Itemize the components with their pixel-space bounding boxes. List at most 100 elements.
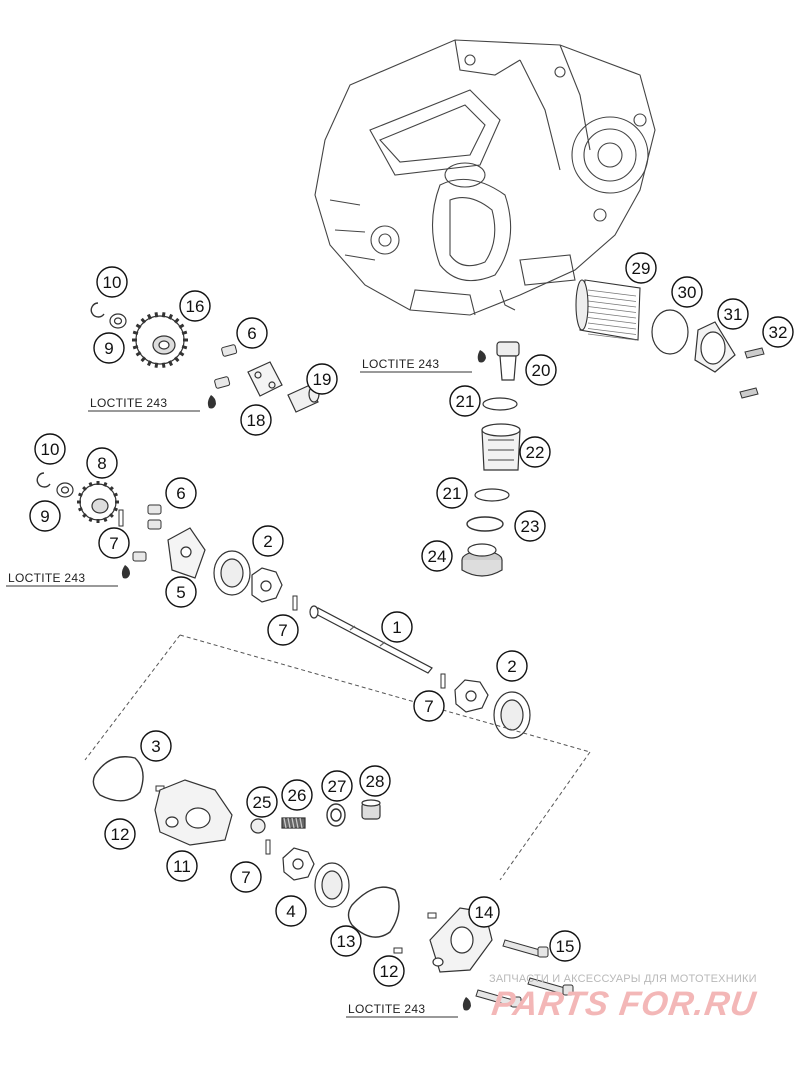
callout-1: 1 bbox=[381, 611, 413, 643]
callout-4: 4 bbox=[275, 895, 307, 927]
callout-number: 8 bbox=[97, 454, 106, 473]
pin-7-mid-a bbox=[118, 509, 124, 527]
callout-number: 5 bbox=[176, 583, 185, 602]
callout-number: 26 bbox=[288, 786, 307, 805]
callout-number: 9 bbox=[104, 339, 113, 358]
callout-24: 24 bbox=[421, 540, 453, 572]
gasket-13 bbox=[347, 886, 400, 938]
callout-number: 7 bbox=[109, 534, 118, 553]
callout-number: 18 bbox=[247, 411, 266, 430]
callout-10: 10 bbox=[96, 266, 128, 298]
dowel-12-right bbox=[393, 947, 403, 954]
bolts-6-top bbox=[214, 344, 238, 389]
callout-18: 18 bbox=[240, 404, 272, 436]
callout-11: 11 bbox=[166, 850, 198, 882]
pump-shaft-1 bbox=[309, 605, 433, 674]
callout-number: 2 bbox=[263, 532, 272, 551]
loctite-label-2: LOCTITE 243 bbox=[360, 357, 472, 373]
pump-housing-11 bbox=[154, 779, 233, 846]
callout-number: 10 bbox=[41, 440, 60, 459]
callout-7: 7 bbox=[267, 614, 299, 646]
oil-filter-29 bbox=[575, 279, 641, 341]
callout-32: 32 bbox=[762, 316, 794, 348]
sprocket-8 bbox=[77, 481, 119, 523]
rotor-outer-2-bottom bbox=[493, 691, 531, 739]
svg-text:LOCTITE 243: LOCTITE 243 bbox=[362, 357, 439, 371]
washer-9-mid bbox=[56, 482, 74, 498]
svg-text:LOCTITE 243: LOCTITE 243 bbox=[8, 571, 85, 585]
crankcase-half bbox=[314, 39, 656, 316]
screen-22 bbox=[481, 423, 521, 471]
loctite-drop-2 bbox=[477, 350, 486, 363]
rotor-outer-2-top bbox=[213, 550, 251, 596]
rotor-inner-2-bottom bbox=[454, 679, 489, 713]
pin-7-mid-b bbox=[292, 595, 298, 611]
watermark-tagline: ЗАПЧАСТИ И АКСЕССУАРЫ ДЛЯ МОТОТЕХНИКИ bbox=[489, 973, 757, 985]
callout-number: 6 bbox=[176, 484, 185, 503]
callout-number: 7 bbox=[241, 868, 250, 887]
callout-number: 3 bbox=[151, 737, 160, 756]
callout-20: 20 bbox=[525, 354, 557, 386]
filter-cover-31 bbox=[694, 321, 736, 373]
callout-number: 27 bbox=[328, 777, 347, 796]
callout-26: 26 bbox=[281, 779, 313, 811]
callout-number: 14 bbox=[475, 903, 494, 922]
retaining-ring-10-top bbox=[90, 302, 105, 318]
o-ring-23 bbox=[466, 516, 504, 532]
callout-number: 22 bbox=[526, 443, 545, 462]
o-ring-21-top bbox=[482, 397, 518, 411]
o-ring-30 bbox=[651, 309, 689, 355]
callout-25: 25 bbox=[246, 786, 278, 818]
callout-number: 31 bbox=[724, 305, 743, 324]
sprocket-16 bbox=[132, 312, 188, 368]
callout-7: 7 bbox=[98, 527, 130, 559]
bolts-15 bbox=[475, 939, 574, 1008]
callout-number: 2 bbox=[507, 657, 516, 676]
callout-30: 30 bbox=[671, 276, 703, 308]
callout-number: 20 bbox=[532, 361, 551, 380]
callout-number: 29 bbox=[632, 259, 651, 278]
callout-number: 12 bbox=[111, 825, 130, 844]
callout-number: 30 bbox=[678, 283, 697, 302]
callout-number: 4 bbox=[286, 902, 295, 921]
callout-number: 21 bbox=[443, 484, 462, 503]
callout-number: 12 bbox=[380, 962, 399, 981]
callout-21: 21 bbox=[436, 477, 468, 509]
loctite-drop-4 bbox=[462, 997, 471, 1011]
callout-number: 7 bbox=[278, 621, 287, 640]
callout-number: 15 bbox=[556, 937, 575, 956]
loctite-label-1: LOCTITE 243 bbox=[88, 396, 200, 412]
retaining-ring-10-mid bbox=[36, 472, 51, 488]
rotor-inner-4 bbox=[282, 847, 315, 881]
pin-7-bottom bbox=[265, 839, 271, 855]
loctite-label-3: LOCTITE 243 bbox=[6, 571, 118, 587]
callout-16: 16 bbox=[179, 290, 211, 322]
callout-number: 32 bbox=[769, 323, 788, 342]
callout-number: 9 bbox=[40, 507, 49, 526]
callout-2: 2 bbox=[496, 650, 528, 682]
gasket-3 bbox=[92, 756, 144, 802]
loctite-drop-3 bbox=[121, 565, 130, 579]
callout-2: 2 bbox=[252, 525, 284, 557]
callout-number: 25 bbox=[253, 793, 272, 812]
callout-14: 14 bbox=[468, 896, 500, 928]
callout-number: 13 bbox=[337, 932, 356, 951]
callout-9: 9 bbox=[29, 500, 61, 532]
callout-number: 7 bbox=[424, 697, 433, 716]
assembly-dashed-lines bbox=[84, 634, 591, 881]
rotor-outer-4 bbox=[314, 862, 350, 908]
callout-number: 19 bbox=[313, 370, 332, 389]
callout-number: 1 bbox=[392, 618, 401, 637]
callout-12: 12 bbox=[104, 818, 136, 850]
callout-23: 23 bbox=[514, 510, 546, 542]
callout-number: 23 bbox=[521, 517, 540, 536]
rotor-inner-2-top bbox=[251, 567, 283, 603]
callout-22: 22 bbox=[519, 436, 551, 468]
svg-text:LOCTITE 243: LOCTITE 243 bbox=[90, 396, 167, 410]
callout-21: 21 bbox=[449, 385, 481, 417]
washer-27 bbox=[326, 803, 346, 827]
callout-9: 9 bbox=[93, 332, 125, 364]
screws-32 bbox=[739, 347, 765, 399]
spring-26 bbox=[281, 817, 306, 829]
